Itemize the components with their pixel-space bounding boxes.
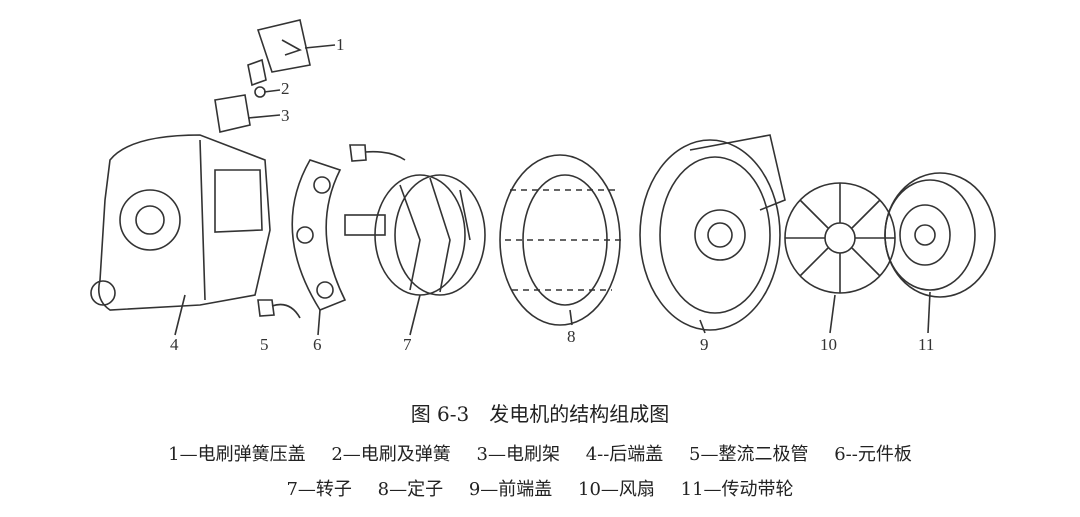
component-plate bbox=[291, 159, 347, 336]
part-number-label: 9 bbox=[700, 335, 709, 354]
legend-item: 7—转子 bbox=[286, 479, 352, 500]
legend-item: 4--后端盖 bbox=[585, 444, 664, 465]
legend-item: 2—电刷及弹簧 bbox=[331, 444, 451, 465]
part-number-label: 1 bbox=[336, 35, 345, 54]
part-number-label: 7 bbox=[403, 335, 412, 354]
brush-and-spring bbox=[247, 58, 281, 98]
stator bbox=[499, 154, 625, 326]
legend-item: 1—电刷弹簧压盖 bbox=[168, 444, 306, 465]
part-number-label: 10 bbox=[820, 335, 837, 354]
legend-item: 8—定子 bbox=[377, 479, 444, 500]
legend-item: 6--元件板 bbox=[834, 444, 912, 465]
brush-holder bbox=[214, 94, 281, 133]
rectifier-diode bbox=[257, 144, 406, 319]
legend-item: 3—电刷架 bbox=[476, 444, 560, 465]
part-number-label: 6 bbox=[313, 335, 322, 354]
part-number-label: 11 bbox=[918, 335, 934, 354]
part-number-label: 4 bbox=[170, 335, 179, 354]
legend-item: 5—整流二极管 bbox=[689, 444, 809, 465]
fan bbox=[784, 182, 896, 334]
legend-item: 10—风扇 bbox=[578, 479, 655, 500]
rear-end-cover bbox=[90, 134, 271, 336]
rotor bbox=[344, 174, 486, 336]
part-number-label: 3 bbox=[281, 106, 290, 125]
part-number-label: 8 bbox=[567, 327, 576, 346]
part-number-label: 5 bbox=[260, 335, 269, 354]
alternator-exploded-diagram: 1 2 3 4 5 6 7 8 9 10 11 bbox=[90, 19, 996, 354]
figure-caption: 图 6-3 发电机的结构组成图 bbox=[410, 402, 670, 426]
legend-line-2: 7—转子 8—定子 9—前端盖 10—风扇 11—传动带轮 bbox=[0, 475, 1080, 501]
legend-item: 11—传动带轮 bbox=[680, 479, 794, 500]
brush-spring-cover bbox=[256, 19, 336, 73]
legend-item: 9—前端盖 bbox=[468, 479, 553, 500]
front-end-cover bbox=[639, 134, 786, 334]
drive-belt-pulley bbox=[884, 172, 996, 334]
legend-line-1: 1—电刷弹簧压盖 2—电刷及弹簧 3—电刷架 4--后端盖 5—整流二极管 6-… bbox=[0, 440, 1080, 466]
part-number-label: 2 bbox=[281, 79, 290, 98]
